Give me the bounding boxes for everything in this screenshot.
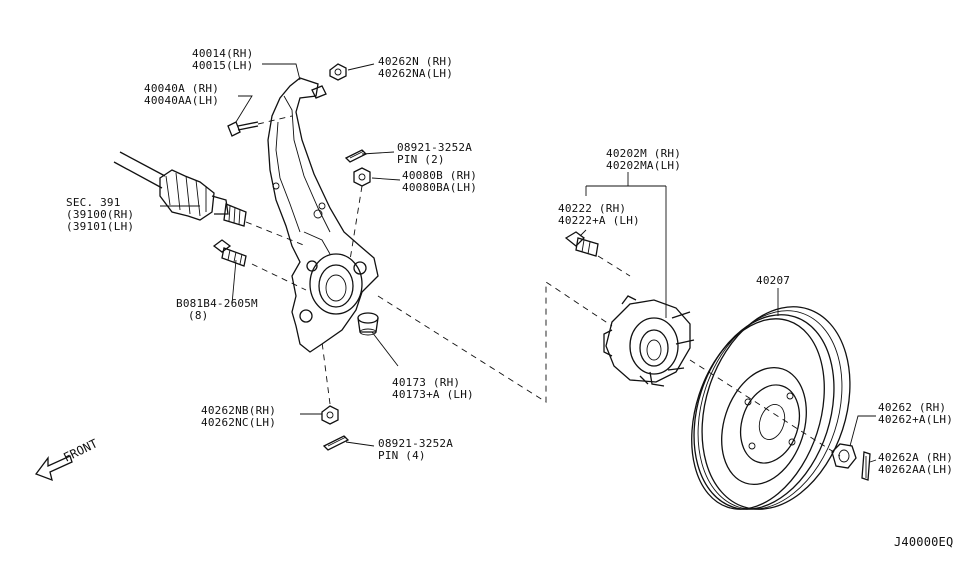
axle-pin-label: 40262A (RH) 40262AA(LH) [878,452,953,476]
upper-pin-qty: PIN (2) [397,153,445,166]
lower-nut-rh: 40262NB(RH) [201,404,277,417]
upper-pin-label: 08921-3252A PIN (2) [397,142,472,166]
knuckle-bolt [227,121,259,137]
axle-nut-lh: 40262+A(LH) [878,413,954,426]
leader-lines [160,63,877,463]
knuckle-lh: 40015(LH) [192,59,254,72]
front-arrow-icon [34,455,73,482]
upper-nut [329,63,347,81]
cap-lh: 40173+A (LH) [392,388,474,401]
hub-assy-rh: 40202M (RH) [606,147,682,160]
sec391-lh: (39101(LH) [66,220,135,233]
hub-bolt-lh: 40222+A (LH) [558,214,640,227]
alignment-lines [245,115,841,457]
cap-rh: 40173 (RH) [392,376,461,389]
mounting-bolt [212,239,247,267]
mount-bolt-number: B081B4-2605M [176,297,258,310]
mount-bolt-label: B081B4-2605M (8) [176,298,258,322]
axle-pin-rh: 40262A (RH) [878,451,954,464]
rotor-number: 40207 [756,274,791,287]
lower-nut-label: 40262NB(RH) 40262NC(LH) [201,405,276,429]
lower-pin-label: 08921-3252A PIN (4) [378,438,453,462]
stud-nut-label: 40080B (RH) 40080BA(LH) [402,170,477,194]
axle-nut [831,443,857,469]
upper-cotter-pin [344,149,368,163]
hub-bolt [564,231,599,257]
lower-nut [321,405,339,425]
upper-nut-label: 40262N (RH) 40262NA(LH) [378,56,453,80]
hub-assy-label: 40202M (RH) 40202MA(LH) [606,148,681,172]
stud-nut-lh: 40080BA(LH) [402,181,478,194]
hub-assy-lh: 40202MA(LH) [606,159,682,172]
axle-nut-label: 40262 (RH) 40262+A(LH) [878,402,953,426]
mount-bolt-qty: (8) [188,309,209,322]
hub-assembly [603,295,695,387]
upper-nut-lh: 40262NA(LH) [378,67,454,80]
front-label: FRONT [61,436,100,464]
sec391-title: SEC. 391 [66,196,121,209]
drive-shaft [113,151,247,227]
axle-cotter-pin [861,451,871,481]
upper-nut-rh: 40262N (RH) [378,55,454,68]
knuckle-bolt-label: 40040A (RH) 40040AA(LH) [144,83,219,107]
lower-pin-number: 08921-3252A [378,437,454,450]
lower-nut-lh: 40262NC(LH) [201,416,277,429]
knuckle-bolt-lh: 40040AA(LH) [144,94,220,107]
cap [357,312,379,336]
stud-nut [353,167,371,187]
rotor-label: 40207 [756,275,790,287]
sec391-label: SEC. 391 (39100(RH) (39101(LH) [66,197,134,233]
axle-pin-lh: 40262AA(LH) [878,463,954,476]
stud-nut-rh: 40080B (RH) [402,169,478,182]
lower-pin-qty: PIN (4) [378,449,426,462]
upper-pin-number: 08921-3252A [397,141,473,154]
knuckle-bolt-rh: 40040A (RH) [144,82,220,95]
knuckle-rh: 40014(RH) [192,47,254,60]
knuckle-label: 40014(RH) 40015(LH) [192,48,253,72]
steering-knuckle [267,77,379,353]
hub-bolt-label: 40222 (RH) 40222+A (LH) [558,203,640,227]
diagram-code: J40000EQ [894,535,954,549]
axle-nut-rh: 40262 (RH) [878,401,947,414]
lower-cotter-pin [322,435,350,451]
brake-rotor [691,306,851,510]
hub-bolt-rh: 40222 (RH) [558,202,627,215]
cap-label: 40173 (RH) 40173+A (LH) [392,377,474,401]
sec391-rh: (39100(RH) [66,208,135,221]
